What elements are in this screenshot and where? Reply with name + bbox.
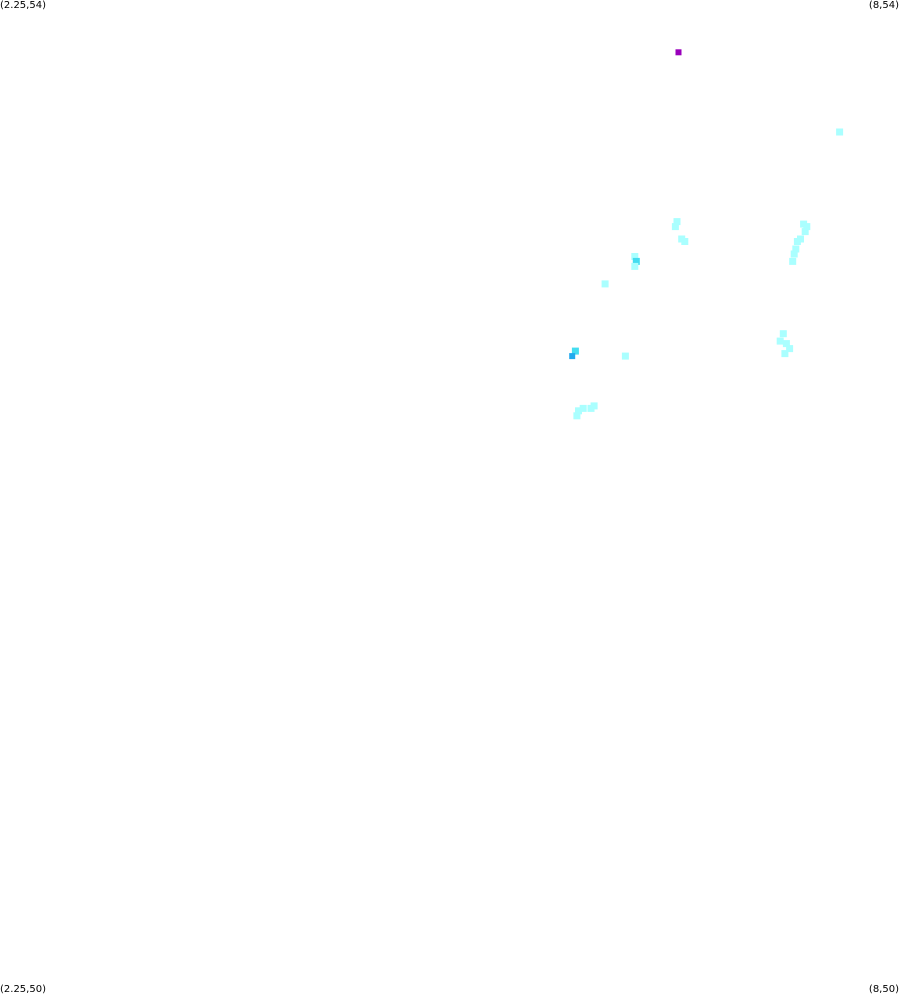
density-cell bbox=[590, 402, 598, 410]
density-cell bbox=[803, 223, 811, 231]
density-cell bbox=[575, 407, 582, 415]
density-cell bbox=[631, 262, 639, 270]
density-cell bbox=[621, 352, 629, 360]
density-cell bbox=[632, 257, 640, 265]
density-cell bbox=[793, 238, 801, 245]
density-cell bbox=[836, 128, 844, 136]
density-cell bbox=[786, 345, 794, 353]
density-cell bbox=[579, 404, 587, 412]
density-cell bbox=[781, 350, 789, 358]
density-cell bbox=[571, 347, 579, 355]
density-cell bbox=[792, 245, 800, 253]
density-cell bbox=[601, 280, 609, 288]
density-cell bbox=[678, 235, 686, 243]
density-cell bbox=[569, 353, 576, 360]
corner-label-bottom-left: (2.25,50) bbox=[0, 984, 46, 995]
density-cell bbox=[671, 223, 679, 231]
density-cell bbox=[801, 228, 809, 236]
density-cell bbox=[782, 340, 790, 348]
density-cell bbox=[631, 253, 639, 260]
corner-label-bottom-right: (8,50) bbox=[868, 984, 899, 995]
density-cell bbox=[573, 412, 581, 420]
density-cell bbox=[790, 250, 798, 258]
corner-label-top-left: (2.25,54) bbox=[0, 0, 46, 11]
density-cell bbox=[673, 218, 681, 226]
density-cell bbox=[776, 337, 784, 345]
corner-label-top-right: (8,54) bbox=[868, 0, 899, 11]
density-cell bbox=[779, 330, 787, 338]
density-cell bbox=[789, 257, 797, 265]
density-cell-peak bbox=[675, 49, 682, 56]
